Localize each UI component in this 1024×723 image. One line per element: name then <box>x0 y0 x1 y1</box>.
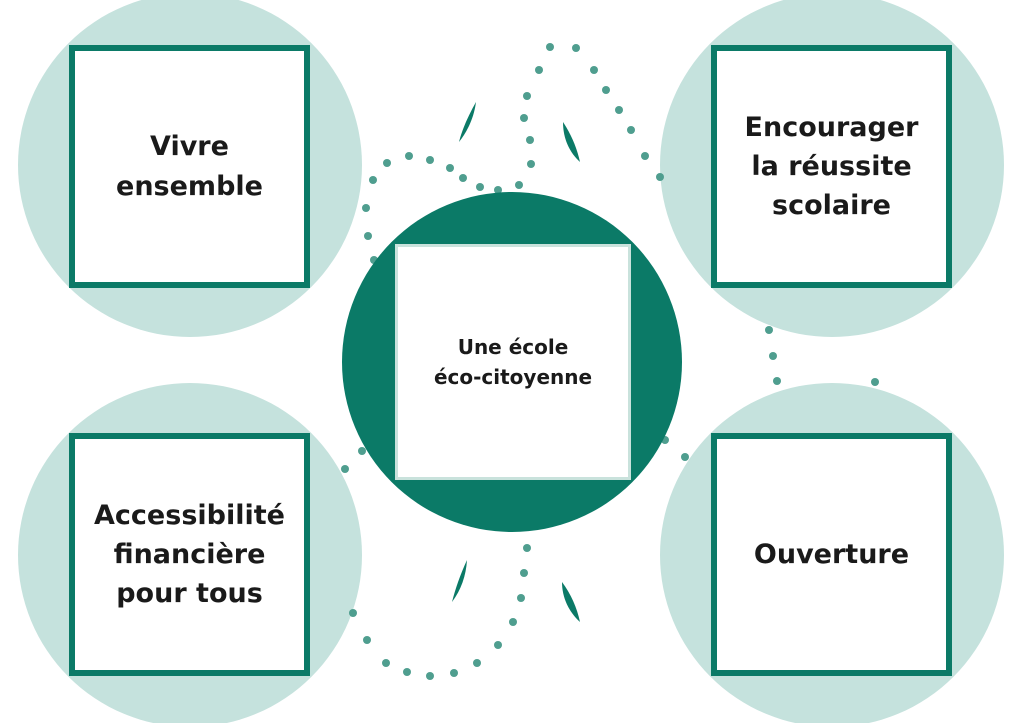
path-dot <box>450 669 458 677</box>
path-dot <box>426 672 434 680</box>
center-concept-box: Une école éco-citoyenne <box>395 244 631 480</box>
pillar-accessibilite: Accessibilité financière pour tous <box>69 433 310 676</box>
leaf-icon <box>563 122 580 162</box>
path-dot <box>446 164 454 172</box>
path-dot <box>341 465 349 473</box>
path-dot <box>426 156 434 164</box>
path-dot <box>383 159 391 167</box>
pillar-reussite-scolaire: Encourager la réussite scolaire <box>711 45 952 288</box>
leaf-icon <box>562 582 580 622</box>
path-dot <box>520 114 528 122</box>
path-dot <box>476 183 484 191</box>
pillar-label: Accessibilité financière pour tous <box>94 499 285 610</box>
path-dot <box>494 641 502 649</box>
pillar-label: Encourager la réussite scolaire <box>744 111 919 222</box>
pillar-label: Vivre ensemble <box>116 131 263 202</box>
path-dot <box>473 659 481 667</box>
path-dot <box>382 659 390 667</box>
path-dot <box>405 152 413 160</box>
path-dot <box>362 204 370 212</box>
path-dot <box>615 106 623 114</box>
path-dot <box>523 92 531 100</box>
path-dot <box>572 44 580 52</box>
path-dot <box>358 447 366 455</box>
path-dot <box>769 352 777 360</box>
path-dot <box>656 173 664 181</box>
leaf-icon <box>459 102 476 142</box>
path-dot <box>602 86 610 94</box>
path-dot <box>681 453 689 461</box>
path-dot <box>535 66 543 74</box>
path-dot <box>369 176 377 184</box>
path-dot <box>627 126 635 134</box>
leaf-decorations <box>452 102 580 622</box>
path-dot <box>349 609 357 617</box>
path-dot <box>527 160 535 168</box>
pillar-label: Ouverture <box>753 538 910 570</box>
path-dot <box>523 544 531 552</box>
path-dot <box>641 152 649 160</box>
path-dot <box>364 232 372 240</box>
path-dot <box>494 186 502 194</box>
path-dot <box>590 66 598 74</box>
path-dot <box>773 377 781 385</box>
pillar-vivre-ensemble: Vivre ensemble <box>69 45 310 288</box>
center-label: Une école éco-citoyenne <box>433 335 593 389</box>
path-dot <box>517 594 525 602</box>
path-dot <box>546 43 554 51</box>
leaf-icon <box>452 560 467 602</box>
path-dot <box>403 668 411 676</box>
path-dot <box>509 618 517 626</box>
pillar-ouverture: Ouverture <box>711 433 952 676</box>
dotted-path <box>341 43 879 680</box>
path-dot <box>520 569 528 577</box>
path-dot <box>871 378 879 386</box>
path-dot <box>515 181 523 189</box>
path-dot <box>765 326 773 334</box>
path-dot <box>363 636 371 644</box>
path-dot <box>526 136 534 144</box>
path-dot <box>459 174 467 182</box>
